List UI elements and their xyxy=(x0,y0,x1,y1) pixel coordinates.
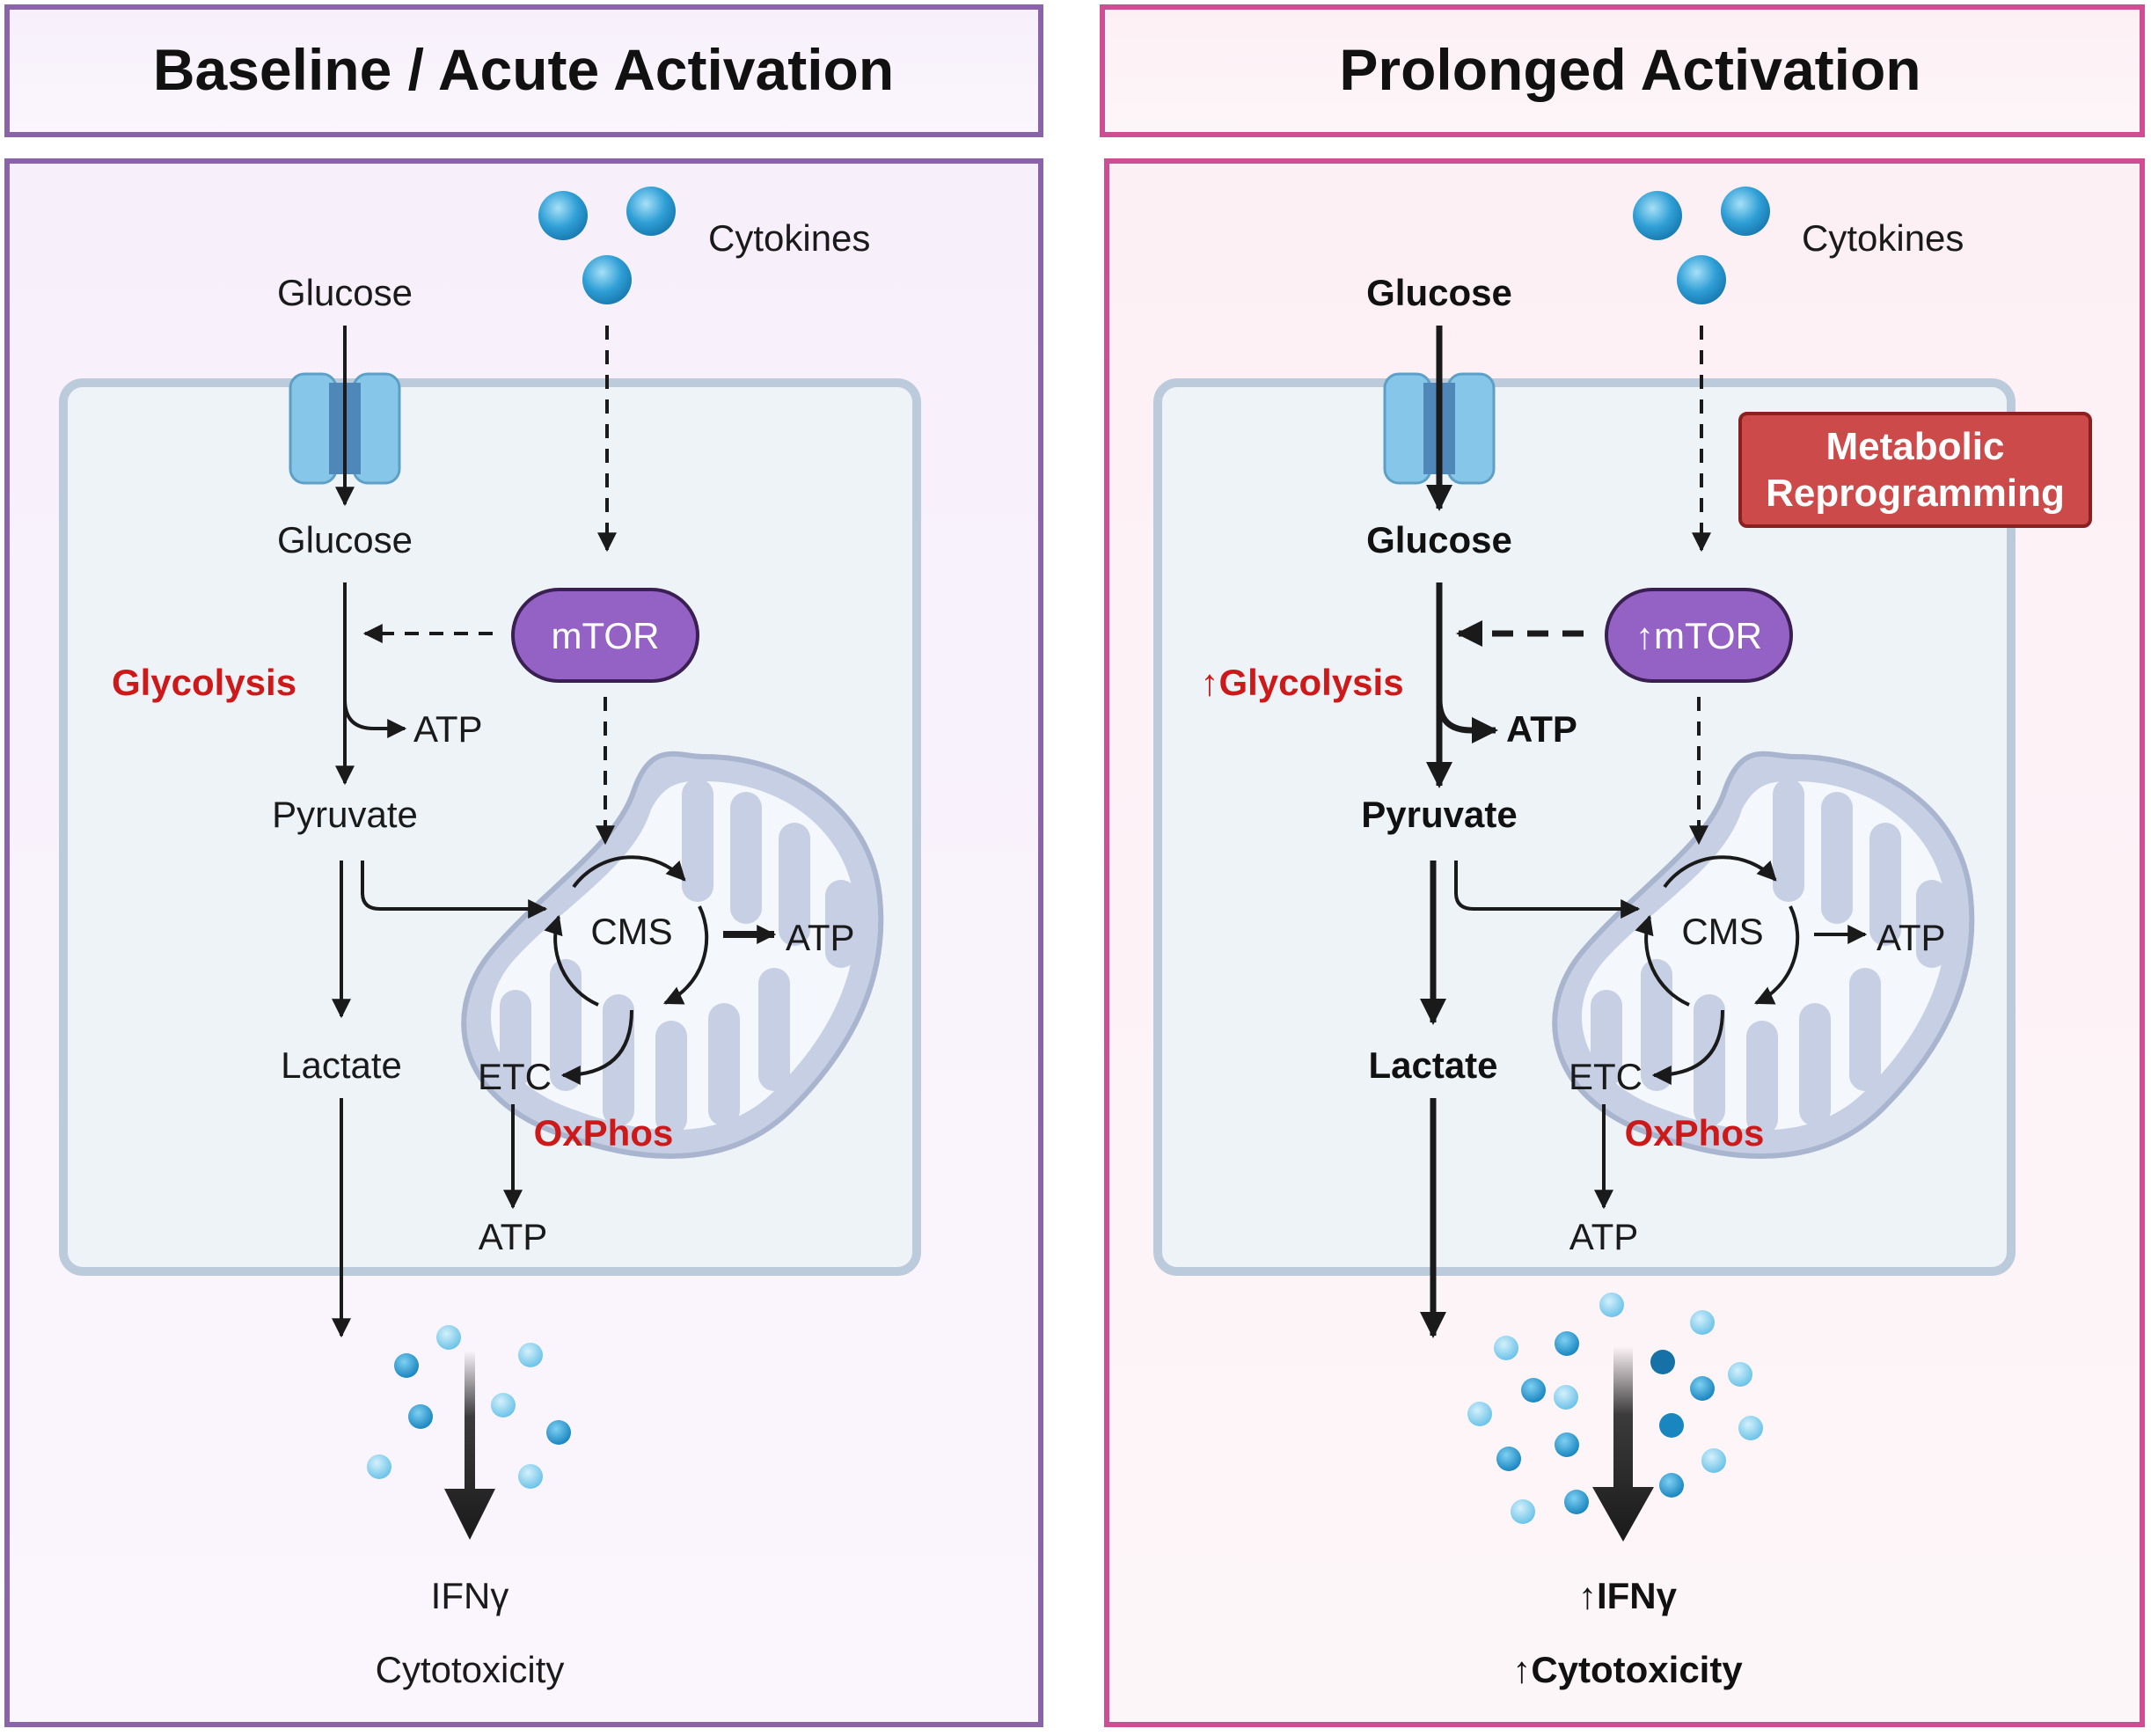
left-etc-label: ETC xyxy=(478,1056,552,1097)
left-lactate-label: Lactate xyxy=(281,1044,402,1086)
right-glycolysis-label: ↑Glycolysis xyxy=(1200,662,1403,703)
right-mtor-pill xyxy=(1605,588,1793,683)
left-atp-etc-label: ATP xyxy=(479,1216,548,1257)
left-cms-label: CMS xyxy=(590,911,672,952)
left-cytotoxicity-label: Cytotoxicity xyxy=(376,1649,565,1690)
metabolic-reprogramming-line1: Metabolic xyxy=(1826,425,2005,468)
left-glycolysis-atp-arrow xyxy=(343,699,407,738)
left-pyruvate-label: Pyruvate xyxy=(272,794,418,835)
left-cytokine-icon xyxy=(538,187,676,304)
right-title: Prolonged Activation xyxy=(1339,37,1921,102)
left-glucose-outside-label: Glucose xyxy=(277,272,413,313)
right-glucose-outside-label: Glucose xyxy=(1366,272,1512,313)
right-cytokines-label: Cytokines xyxy=(1802,217,1964,259)
left-cytokines-label: Cytokines xyxy=(708,217,870,259)
metabolic-reprogramming-line2: Reprogramming xyxy=(1766,472,2065,515)
right-etc-label: ETC xyxy=(1569,1056,1643,1097)
left-panel: Baseline / Acute Activation Cytokines Gl… xyxy=(4,4,1043,1727)
right-oxphos-label: OxPhos xyxy=(1625,1112,1765,1154)
left-title-box xyxy=(4,4,1043,137)
right-glucose-inside-label: Glucose xyxy=(1366,519,1512,560)
right-pyruvate-label: Pyruvate xyxy=(1361,794,1517,835)
left-cms-cycle-icon xyxy=(544,855,709,1007)
left-ifng-particles-icon xyxy=(367,1325,571,1489)
right-cytotoxicity-label: ↑Cytotoxicity xyxy=(1512,1649,1743,1690)
left-mtor-pill xyxy=(511,588,699,683)
left-pyruvate-cms-arrow xyxy=(361,861,548,919)
left-glucose-inside-label: Glucose xyxy=(277,519,413,560)
right-atp-cms-label: ATP xyxy=(1877,917,1946,958)
right-ifng-particles-icon xyxy=(1467,1293,1763,1524)
left-ifng-label: IFNγ xyxy=(431,1575,509,1616)
left-atp-cms-label: ATP xyxy=(786,917,855,958)
right-mtor-label: ↑mTOR xyxy=(1635,615,1762,656)
left-title: Baseline / Acute Activation xyxy=(153,37,894,102)
left-atp-glycolysis-label: ATP xyxy=(413,708,483,750)
metabolic-reprogramming-box xyxy=(1738,412,2092,528)
left-ifng-release-arrow xyxy=(444,1351,495,1540)
left-oxphos-label: OxPhos xyxy=(534,1112,674,1154)
left-cms-etc-arrow xyxy=(560,1009,633,1085)
right-lactate-label: Lactate xyxy=(1368,1044,1497,1086)
right-pyruvate-cms-arrow xyxy=(1454,861,1641,919)
right-ifng-release-arrow xyxy=(1592,1346,1654,1542)
left-mtor-label: mTOR xyxy=(552,615,660,656)
right-panel: Prolonged Activation Metabolic Reprogram… xyxy=(1100,4,2145,1727)
right-cms-etc-arrow xyxy=(1651,1009,1724,1085)
right-cms-label: CMS xyxy=(1681,911,1763,952)
left-glycolysis-label: Glycolysis xyxy=(112,662,296,703)
right-cytokine-icon xyxy=(1633,187,1770,304)
right-cms-cycle-icon xyxy=(1635,855,1800,1007)
right-ifng-label: ↑IFNγ xyxy=(1578,1575,1678,1616)
right-glycolysis-atp-arrow xyxy=(1436,699,1498,743)
right-title-box xyxy=(1100,4,2145,137)
right-atp-glycolysis-label: ATP xyxy=(1506,708,1577,750)
right-atp-etc-label: ATP xyxy=(1569,1216,1639,1257)
